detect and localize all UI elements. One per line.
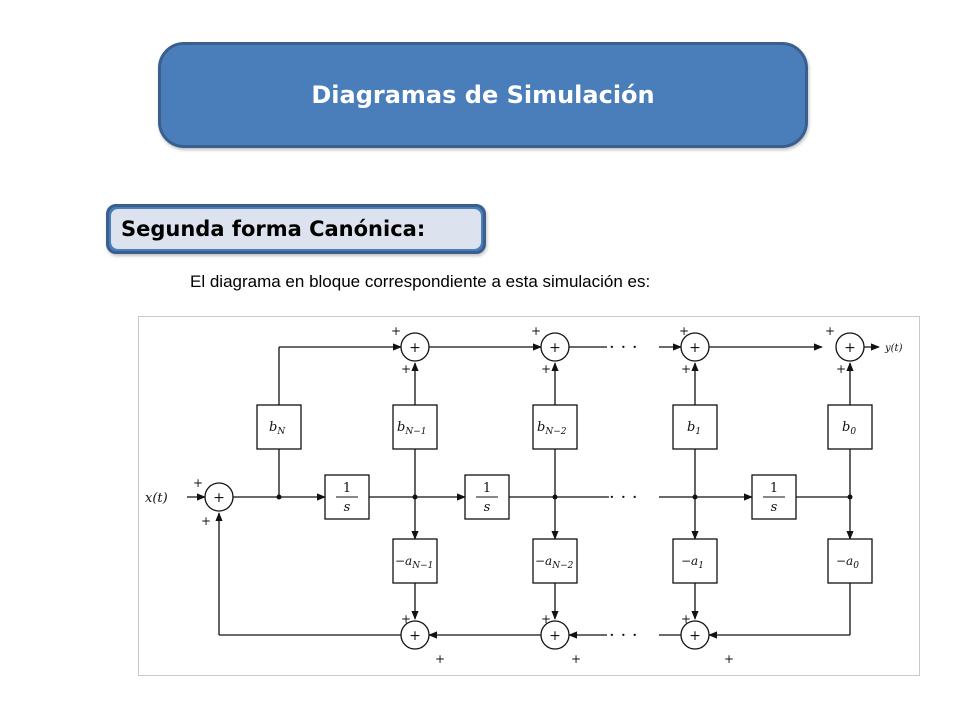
gain-block-bN-2 <box>532 404 578 450</box>
input-label: x(t) <box>145 491 168 506</box>
svg-text:1: 1 <box>343 481 351 496</box>
gain-block-bN-1 <box>392 404 438 450</box>
adder-sign: + <box>549 340 561 356</box>
plus-marker: + <box>681 612 691 626</box>
adder-sign: + <box>844 340 856 356</box>
svg-text:−a1: −a1 <box>681 554 704 571</box>
plus-marker: + <box>541 612 551 626</box>
block-diagram: · · · · · · · · · x(t) y(t) + + + + + + … <box>138 316 920 676</box>
summing-junction-bottom-1 <box>400 620 430 650</box>
svg-text:bN−2: bN−2 <box>537 420 567 437</box>
svg-text:b0: b0 <box>842 420 856 437</box>
gain-block-aN-1 <box>392 538 438 584</box>
adder-sign: + <box>213 490 225 506</box>
plus-marker: + <box>435 652 445 666</box>
plus-marker: + <box>401 612 411 626</box>
output-label: y(t) <box>884 343 903 354</box>
plus-marker: + <box>724 652 734 666</box>
plus-marker: + <box>401 362 411 376</box>
svg-text:bN−1: bN−1 <box>397 420 426 437</box>
svg-text:s: s <box>771 500 778 515</box>
adder-sign: + <box>689 628 701 644</box>
svg-text:s: s <box>484 500 491 515</box>
gain-block-b0 <box>827 404 873 450</box>
gain-block-bN <box>256 404 302 450</box>
svg-text:−aN−2: −aN−2 <box>535 554 574 571</box>
integrator-block-2 <box>464 474 510 520</box>
section-heading: Segunda forma Canónica: <box>111 209 481 249</box>
plus-marker: + <box>571 652 581 666</box>
svg-text:b1: b1 <box>687 420 701 437</box>
plus-marker: + <box>193 476 203 490</box>
block-diagram-svg: · · · · · · · · · x(t) y(t) + + + + + + … <box>145 324 903 666</box>
middle-ellipsis: · · · <box>609 487 638 508</box>
gain-block-a0 <box>827 538 873 584</box>
plus-marker: + <box>679 324 689 338</box>
svg-text:−aN−1: −aN−1 <box>395 554 433 571</box>
summing-junction-top-3 <box>680 332 710 362</box>
plus-marker: + <box>531 324 541 338</box>
svg-text:1: 1 <box>770 481 778 496</box>
plus-marker: + <box>201 514 211 528</box>
plus-marker: + <box>681 362 691 376</box>
gain-block-aN-2 <box>532 538 578 584</box>
summing-junction-top-4 <box>835 332 865 362</box>
svg-text:1: 1 <box>483 481 491 496</box>
plus-marker: + <box>825 324 835 338</box>
adder-sign: + <box>409 340 421 356</box>
slide-title: Diagramas de Simulación <box>158 42 808 148</box>
plus-marker: + <box>391 324 401 338</box>
plus-marker: + <box>836 362 846 376</box>
adder-sign: + <box>689 340 701 356</box>
summing-junction-input <box>204 482 234 512</box>
summing-junction-bottom-3 <box>680 620 710 650</box>
plus-marker: + <box>541 362 551 376</box>
adder-sign: + <box>549 628 561 644</box>
summing-junction-top-2 <box>540 332 570 362</box>
summing-junction-top-1 <box>400 332 430 362</box>
bottom-ellipsis: · · · <box>609 625 638 646</box>
gain-block-a1 <box>672 538 718 584</box>
top-ellipsis: · · · <box>609 337 638 358</box>
summing-junction-bottom-2 <box>540 620 570 650</box>
svg-text:bN: bN <box>269 420 286 437</box>
adder-sign: + <box>409 628 421 644</box>
section-heading-box: Segunda forma Canónica: <box>106 204 486 254</box>
svg-text:s: s <box>344 500 351 515</box>
diagram-description: El diagrama en bloque correspondiente a … <box>190 272 651 291</box>
gain-block-b1 <box>672 404 718 450</box>
svg-text:−a0: −a0 <box>836 554 859 571</box>
